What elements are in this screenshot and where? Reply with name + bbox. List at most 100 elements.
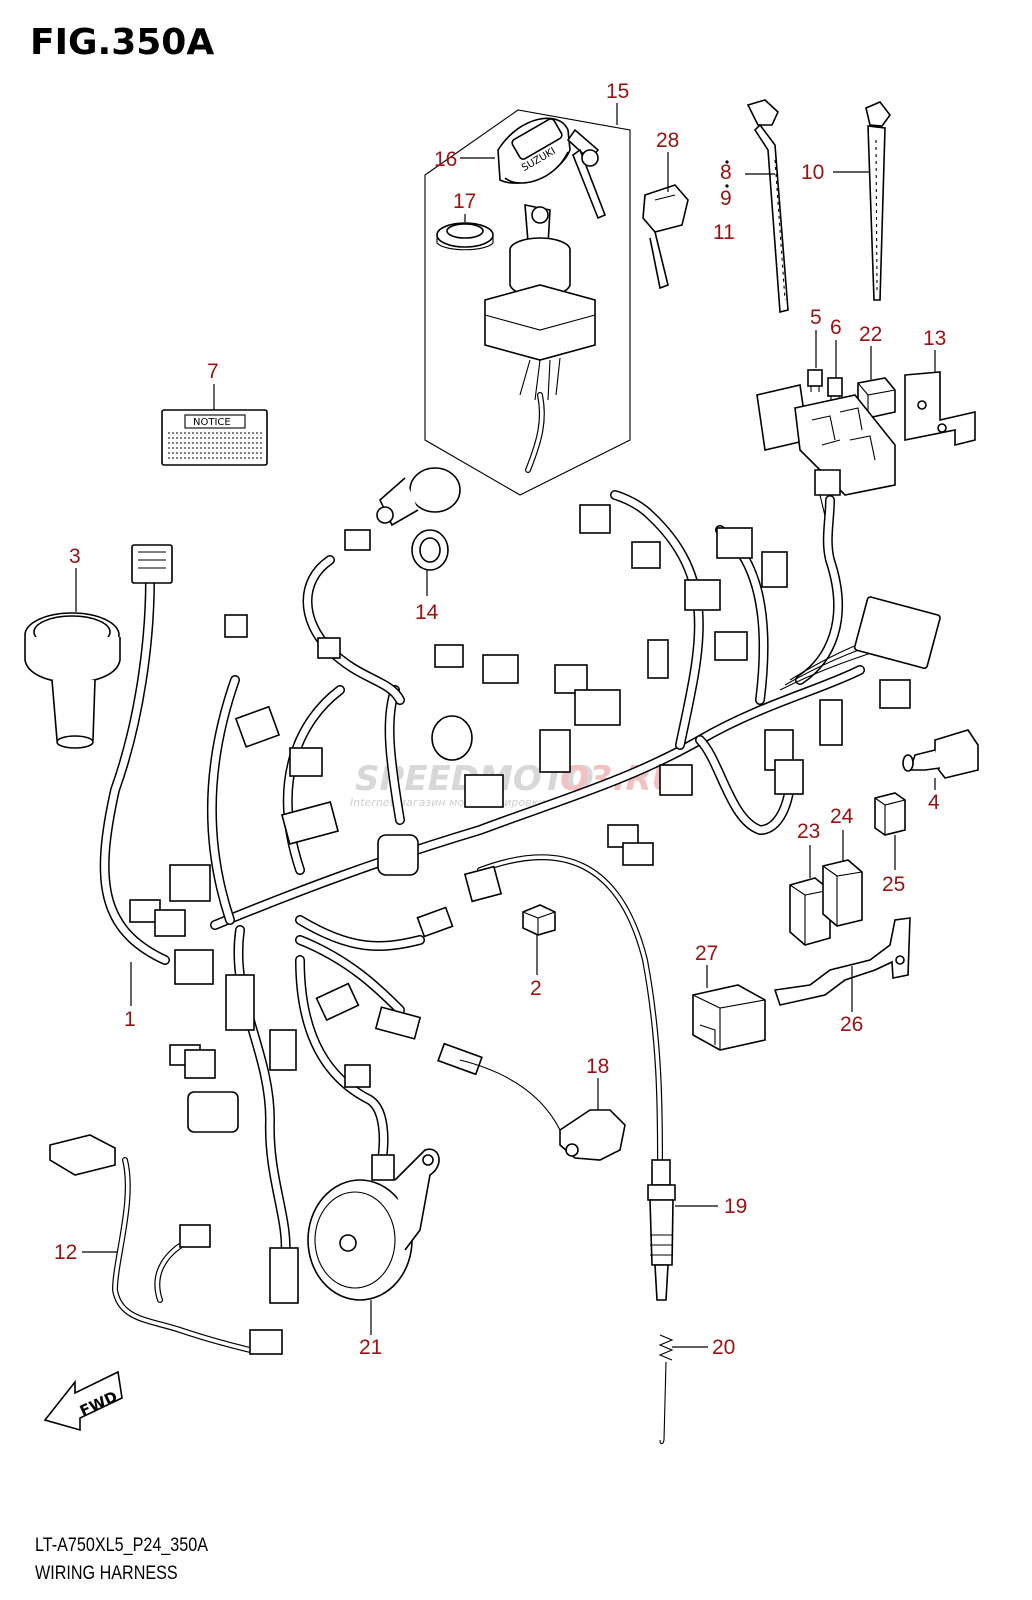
connector-25: [761, 551, 788, 588]
callout-25: 25: [882, 873, 905, 896]
connector-15: [434, 644, 464, 668]
oxygen-sensor-part-19: [647, 1159, 676, 1301]
callout-14: 14: [415, 601, 439, 624]
sub-harness-part-12: [49, 1134, 283, 1355]
connector-part-2: [522, 904, 556, 936]
callout-22: 22: [859, 323, 882, 346]
diagram-caption: WIRING HARNESS: [35, 1563, 178, 1584]
watermark-sub: Internet-магазин мотоэкипировки: [350, 796, 545, 809]
callout-1: 1: [124, 1008, 136, 1031]
callout-28: 28: [656, 129, 679, 152]
connector-19: [647, 639, 669, 679]
coupler-part-23: [789, 877, 831, 946]
connector-8: [174, 949, 214, 985]
connector-33: [464, 774, 504, 808]
callout-15: 15: [606, 80, 629, 103]
callout-7: 7: [207, 360, 219, 383]
callout-labels: 15 16 17 28 8 9 11 10 5 6 22 13 7 3 14 1…: [54, 80, 946, 1359]
fuse-part-6: [827, 377, 843, 402]
connector-22: [631, 541, 661, 569]
connector-17: [554, 664, 588, 694]
model-code: LT-A750XL5_P24_350A: [35, 1535, 209, 1556]
connector-32: [539, 729, 571, 773]
connector-16: [482, 654, 519, 684]
connector-44: [437, 1042, 483, 1076]
connector-41: [269, 1247, 299, 1304]
connector-42: [344, 1064, 371, 1088]
bracket-part-26: [773, 917, 911, 1006]
notice-label-part-7: NOTICE: [161, 409, 268, 466]
connector-9: [225, 974, 255, 1031]
ignition-group-outline: [424, 109, 631, 496]
callout-27: 27: [695, 942, 718, 965]
connector-40: [269, 1029, 297, 1071]
callout-19: 19: [724, 1195, 747, 1218]
callout-3: 3: [69, 545, 81, 568]
leader-lines: [75, 103, 936, 1348]
connector-36: [463, 865, 503, 903]
callout-24: 24: [830, 805, 854, 828]
notice-label-text: NOTICE: [193, 417, 231, 428]
callout-6: 6: [830, 316, 842, 339]
connector-21: [684, 579, 721, 611]
callout-13: 13: [923, 327, 946, 350]
spare-key-part-28: [642, 184, 689, 290]
cable-tie-part-10: [865, 101, 891, 301]
callout-21: 21: [359, 1336, 382, 1359]
callout-23: 23: [797, 820, 820, 843]
connector-13: [344, 529, 371, 551]
boot-part-3: [24, 612, 121, 749]
fuse-part-5: [807, 369, 823, 392]
callout-11: 11: [713, 221, 735, 244]
bracket-part-13: [904, 371, 976, 447]
sub-harness-connector-2: [249, 1329, 283, 1355]
connector-2: [234, 705, 281, 748]
spring-part-20: [658, 1334, 674, 1445]
callout-16: 16: [434, 148, 457, 171]
callout-26: 26: [840, 1013, 863, 1036]
connector-26: [853, 596, 941, 670]
connector-10: [315, 982, 360, 1022]
connector-39: [187, 1091, 239, 1133]
control-unit-part-27: [692, 984, 766, 1051]
ignition-switch-group: SUZUKI: [424, 109, 631, 496]
coupler-part-24: [822, 859, 863, 927]
callout-8: 8: [720, 161, 732, 184]
connector-27: [879, 679, 911, 709]
connector-31: [659, 764, 693, 796]
connector-top-left: [131, 544, 173, 584]
harness-connectors: [129, 504, 941, 1304]
connector-45: [377, 834, 419, 876]
connector-23: [579, 504, 611, 534]
connector-12: [416, 906, 454, 938]
cap-part-4: [902, 729, 979, 779]
accessory-socket-part-14: [376, 467, 461, 571]
callout-10: 10: [801, 161, 824, 184]
connector-30: [774, 759, 804, 795]
callout-20: 20: [712, 1336, 735, 1359]
lock-ring-part-17: [436, 222, 494, 251]
callout-17: 17: [453, 190, 476, 213]
connector-46: [431, 715, 473, 761]
connector-small-1: [224, 614, 248, 638]
connector-11: [374, 1006, 422, 1040]
connector-28: [819, 699, 843, 746]
connector-3: [289, 747, 323, 777]
connector-14: [317, 637, 341, 659]
callout-18: 18: [586, 1055, 609, 1078]
sensor-part-18: [459, 1059, 626, 1161]
connector-18: [574, 689, 621, 726]
sub-harness-connector-1: [179, 1224, 211, 1248]
connector-7: [154, 909, 186, 937]
connector-24: [716, 527, 753, 559]
figure-title: FIG.350A: [30, 22, 215, 63]
cable-tie-part-8-9-11: [746, 99, 789, 314]
connector-38: [184, 1049, 216, 1079]
ignition-cap-part-16: SUZUKI: [497, 117, 607, 220]
connector-5: [169, 864, 211, 902]
coupler-part-25: [874, 792, 906, 836]
fuse-box: [756, 384, 896, 521]
forward-direction-arrow: FWD: [43, 1370, 123, 1432]
callout-5: 5: [810, 306, 822, 329]
